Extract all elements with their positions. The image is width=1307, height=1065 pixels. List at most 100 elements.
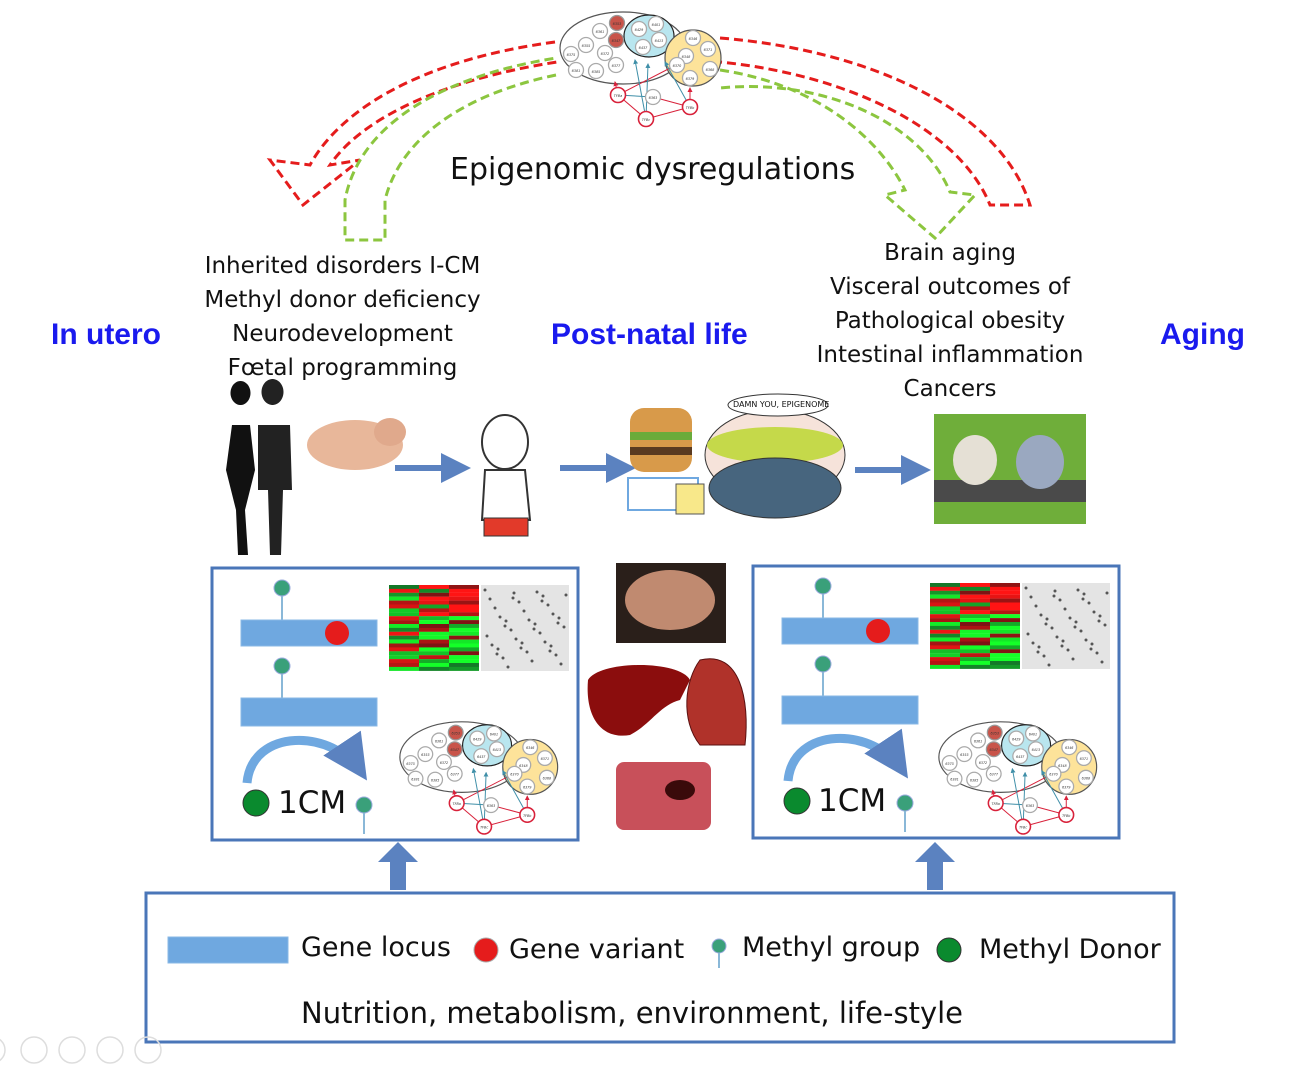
heatmap-cell — [449, 627, 479, 632]
variant-gene-node — [608, 14, 626, 32]
gene-node — [506, 765, 523, 782]
heatmap-cell — [960, 610, 990, 615]
heatmap-cell — [389, 588, 419, 593]
heatmap-cell — [419, 608, 449, 613]
speech-bubble — [727, 393, 829, 417]
node-label: TFBc — [480, 826, 488, 830]
network-edge — [502, 769, 528, 816]
heatmap-cell — [449, 616, 479, 621]
methyl-donor-icon — [783, 787, 811, 815]
node-label: 6368 — [543, 777, 551, 781]
heatmap-cell — [960, 583, 990, 587]
node-label: 6370 — [510, 773, 518, 777]
gel-spot — [1079, 629, 1083, 633]
heatmap-cell — [930, 657, 960, 662]
child-cartoon-shirt — [480, 469, 532, 521]
baby-head — [374, 418, 406, 446]
methyl-group-icon — [273, 579, 291, 597]
node-label: TFBa — [992, 802, 1000, 806]
late-outcome: Visceral outcomes of — [829, 274, 1071, 300]
node-label: 6375 — [945, 762, 953, 766]
gene-node — [701, 60, 719, 78]
target-gene-node — [1022, 797, 1038, 814]
network-edge — [664, 61, 691, 108]
panel-right-1cm-label: 1CM — [818, 783, 887, 819]
gel-spot — [546, 603, 550, 607]
node-label: 6355 — [960, 753, 968, 757]
heatmap-cell — [419, 659, 449, 664]
late-outcome: Intestinal inflammation — [816, 342, 1084, 368]
node-label: 6429 — [1012, 737, 1020, 741]
node-label: 6372 — [979, 761, 987, 765]
heatmap-cell — [449, 659, 479, 664]
heatmap-cell — [960, 661, 990, 665]
heatmap-cell — [419, 624, 449, 628]
node-label: 6372 — [440, 761, 448, 765]
transcription-factor-node — [987, 795, 1004, 812]
transcription-factor-node — [1015, 818, 1032, 835]
heatmap-cell — [389, 596, 419, 601]
heatmap-cell — [930, 653, 960, 658]
node-label: 6385 — [431, 779, 439, 783]
heatmap-cell — [960, 637, 990, 642]
gene-node — [596, 44, 614, 62]
gel-spot — [493, 606, 497, 610]
gel-spot — [485, 634, 489, 638]
heatmap-cell — [389, 585, 419, 589]
heatmap-cell — [419, 627, 449, 632]
1cm-cycle-arrow — [783, 728, 909, 782]
gel-spot — [557, 616, 561, 620]
heatmap-cell — [930, 637, 960, 642]
network-edge — [995, 772, 1056, 804]
gel-spot — [1063, 607, 1067, 611]
gel-spot — [1084, 638, 1088, 642]
methyl-donor-icon — [242, 789, 270, 817]
heatmap-cell — [389, 612, 419, 617]
heatmap-cell — [389, 627, 419, 632]
node-label: 6361 — [435, 739, 443, 743]
heatmap-cell — [930, 618, 960, 623]
gel-spot — [490, 643, 494, 647]
heatmap-cell — [990, 594, 1020, 599]
gene-node — [519, 778, 536, 795]
node-label: 6385 — [592, 70, 601, 74]
heatmap-cell — [419, 651, 449, 656]
gel-spot — [530, 659, 534, 663]
gel-spot — [1068, 616, 1072, 620]
heatmap-cell — [389, 666, 419, 671]
gene-node — [630, 20, 648, 38]
gel-spot — [1034, 604, 1038, 608]
node-label: 6348 — [519, 764, 527, 768]
gene-node — [681, 69, 699, 87]
proteomic-gel-image — [1022, 583, 1110, 669]
heatmap-cell — [419, 616, 449, 621]
heatmap-cell — [960, 606, 990, 611]
heatmap-cell — [419, 639, 449, 644]
legend-footer: Nutrition, metabolism, environment, life… — [301, 996, 964, 1030]
heatmap-cell — [990, 661, 1020, 665]
gel-spot — [1087, 601, 1091, 605]
heatmap-cell — [990, 606, 1020, 611]
gel-spot — [519, 646, 523, 650]
gel-spot — [1024, 586, 1028, 590]
methyl-group-icon — [355, 796, 373, 814]
heatmap-cell — [990, 590, 1020, 595]
node-label: 6361 — [596, 30, 605, 34]
gel-spot — [540, 599, 544, 603]
node-label: 6372 — [601, 52, 610, 56]
heatmap-cell — [990, 622, 1020, 626]
early-outcomes-list: Inherited disorders I-CM Methyl donor de… — [180, 249, 505, 385]
heatmap-cell — [930, 602, 960, 607]
gene-node — [577, 36, 595, 54]
heatmap-cell — [419, 620, 449, 625]
gene-node — [431, 732, 448, 749]
heatmap-cell — [960, 649, 990, 654]
heatmap-cell — [449, 647, 479, 652]
heatmap-cell — [960, 633, 990, 638]
node-label: TFBb — [1062, 814, 1070, 818]
node-label: 6361 — [974, 739, 982, 743]
node-label: 6381 — [411, 778, 419, 782]
gene-node — [941, 754, 958, 771]
heatmap-cell — [930, 641, 960, 646]
node-label: 6413 — [493, 748, 501, 752]
